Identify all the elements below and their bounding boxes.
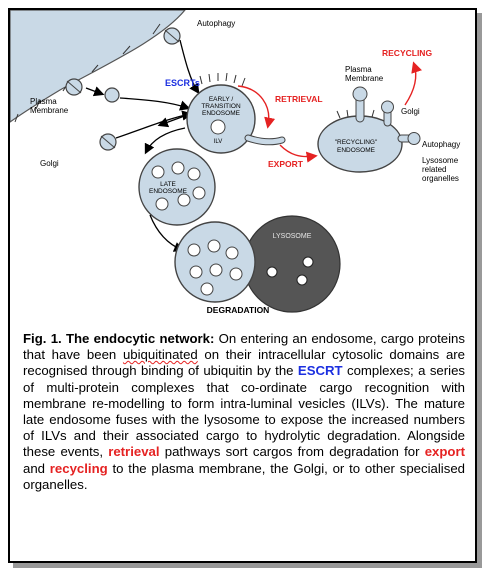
caption-text-1: On entering an endosome, cargo proteins … — [23, 331, 465, 363]
lysosome-label: LYSOSOME — [273, 233, 312, 240]
vesicle-middle — [104, 87, 120, 103]
caption-text-2: on their intracellular cytosolic domains… — [23, 347, 466, 379]
caption-title: Fig. 1. The endocytic network: — [23, 331, 215, 346]
degradation-label: DEGRADATION — [207, 305, 270, 315]
vesicle-plasma-membrane — [65, 78, 83, 96]
caption-text-4: pathways sort cargos from degradation fo… — [159, 444, 425, 460]
caption-text-3: complexes; a series of multi-protein com… — [23, 363, 465, 460]
caption-recycling: recycling — [49, 460, 108, 476]
maturation-arrow — [144, 127, 186, 155]
vesicle-golgi — [99, 133, 117, 151]
caption-text-6: to the plasma membrane, the Golgi, or to… — [23, 460, 465, 492]
golgi-right-label: Golgi — [401, 107, 420, 116]
escrts-label: ESCRTs — [165, 78, 200, 88]
retrieval-arrow — [237, 85, 276, 129]
caption-export: export — [424, 444, 465, 460]
golgi-left-label: Golgi — [40, 159, 59, 168]
caption-retrieval: retrieval — [108, 444, 160, 460]
caption-text-5: and — [23, 460, 50, 476]
recycling-endosome: "RECYCLING"ENDOSOME — [317, 86, 421, 173]
figure-caption: Fig. 1. The endocytic network: On enteri… — [23, 331, 465, 493]
retrieval-label: RETRIEVAL — [275, 94, 323, 104]
caption-escrt: ESCRT — [297, 363, 343, 379]
recycling-label: RECYCLING — [382, 48, 432, 58]
lysosome: LYSOSOME — [243, 215, 341, 313]
fused-endosome — [174, 221, 256, 303]
autophagy-right-label: Autophagy — [422, 140, 460, 149]
recycling-arrow — [404, 61, 422, 106]
export-arrow — [279, 144, 318, 163]
caption-ubiquitinated: ubiquitinated — [122, 347, 198, 363]
export-label: EXPORT — [268, 159, 304, 169]
recycling-endosome-label: "RECYCLING"ENDOSOME — [335, 139, 378, 154]
autophagy-top-label: Autophagy — [197, 19, 235, 28]
inbound-arrows — [85, 39, 200, 139]
vesicle-autophagy — [163, 27, 181, 45]
ilv-label: ILV — [214, 139, 223, 145]
